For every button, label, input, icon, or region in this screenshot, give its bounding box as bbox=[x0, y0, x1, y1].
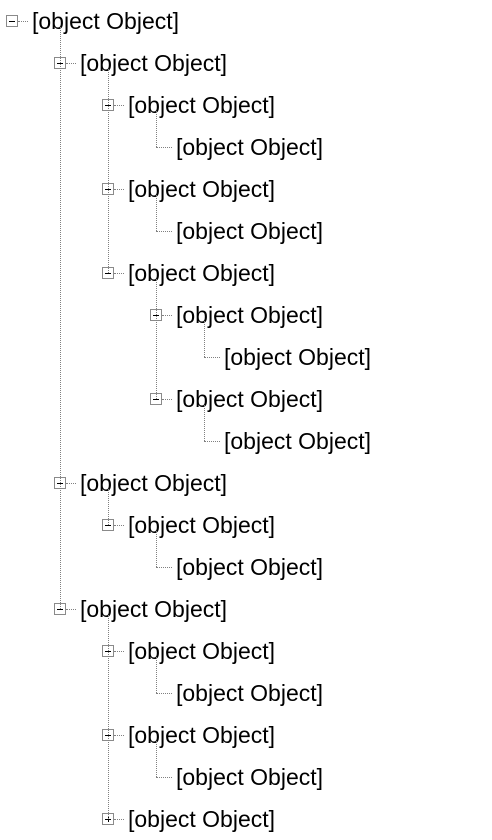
tree-node-allelic[interactable]: [object Object] bbox=[176, 126, 323, 168]
tree-node-label: [object Object] bbox=[128, 92, 276, 118]
tree-guide-line bbox=[156, 279, 157, 399]
tree-guide-line bbox=[204, 321, 205, 357]
tree-node-head[interactable]: [object Object] bbox=[176, 378, 323, 420]
tree-connector bbox=[204, 441, 220, 442]
tree-connector bbox=[114, 189, 124, 190]
tree-guide-line bbox=[156, 111, 157, 147]
tree-guide-line bbox=[108, 69, 109, 273]
tree-node-process[interactable]: [object Object] bbox=[80, 462, 227, 504]
tree-node-independently-of[interactable]: [object Object] bbox=[176, 672, 323, 714]
tree-node-at[interactable]: [object Object] bbox=[224, 336, 371, 378]
tree-node-label: [object Object] bbox=[176, 554, 324, 580]
tree-node-arise[interactable]: [object Object] bbox=[176, 546, 323, 588]
tree-node-attr[interactable]: [object Object] bbox=[128, 798, 275, 840]
tree-node-label: [object Object] bbox=[32, 8, 180, 34]
tree-node-place[interactable]: [object Object] bbox=[128, 252, 275, 294]
tree-node-label: [object Object] bbox=[80, 50, 228, 76]
tree-node-tp53[interactable]: [object Object] bbox=[224, 420, 371, 462]
tree-node-head[interactable]: [object Object] bbox=[128, 714, 275, 756]
tree-node-subj[interactable]: [object Object] bbox=[80, 42, 227, 84]
tree-node-rel[interactable]: [object Object] bbox=[128, 630, 275, 672]
tree-node-loss[interactable]: [object Object] bbox=[176, 210, 323, 252]
tree-connector bbox=[162, 315, 172, 316]
tree-connector bbox=[162, 399, 172, 400]
tree-node-attr[interactable]: [object Object] bbox=[128, 84, 275, 126]
tree-connector bbox=[114, 735, 124, 736]
expand-icon[interactable] bbox=[102, 813, 114, 825]
tree-connector bbox=[204, 357, 220, 358]
tree-node-label: [object Object] bbox=[80, 470, 228, 496]
tree-connector bbox=[66, 483, 76, 484]
tree-connector bbox=[156, 777, 172, 778]
tree-connector bbox=[114, 651, 124, 652]
tree-node-label: [object Object] bbox=[176, 134, 324, 160]
tree-connector bbox=[114, 525, 124, 526]
tree-node-state-change-appearance[interactable]: [object Object] bbox=[128, 504, 275, 546]
tree-node-label: [object Object] bbox=[128, 806, 276, 832]
tree-guide-line bbox=[204, 405, 205, 441]
collapse-icon[interactable] bbox=[6, 15, 18, 27]
tree-connector bbox=[66, 63, 76, 64]
tree-connector bbox=[114, 273, 124, 274]
tree-guide-line bbox=[156, 741, 157, 777]
tree-node-label: [object Object] bbox=[128, 260, 276, 286]
tree-guide-line bbox=[156, 195, 157, 231]
tree-node-label: [object Object] bbox=[128, 638, 276, 664]
tree-guide-line bbox=[60, 27, 61, 609]
tree-connector bbox=[156, 147, 172, 148]
tree-guide-line bbox=[108, 489, 109, 525]
tree-guide-line bbox=[156, 531, 157, 567]
tree-connector bbox=[114, 105, 124, 106]
tree-node-circumstances[interactable]: [object Object] bbox=[80, 588, 227, 630]
tree-guide-line bbox=[108, 615, 109, 819]
tree-node-label: [object Object] bbox=[176, 218, 324, 244]
tree-connector bbox=[156, 567, 172, 568]
tree-node-rel[interactable]: [object Object] bbox=[176, 294, 323, 336]
tree-connector bbox=[156, 231, 172, 232]
tree-connector bbox=[18, 21, 28, 22]
tree-node-label: [object Object] bbox=[224, 428, 372, 454]
tree-connector bbox=[114, 819, 124, 820]
tree-node-label: [object Object] bbox=[128, 176, 276, 202]
tree-node-label: [object Object] bbox=[80, 596, 228, 622]
tree-connector bbox=[156, 693, 172, 694]
tree-guide-line bbox=[156, 657, 157, 693]
tree-node-head[interactable]: [object Object] bbox=[128, 168, 275, 210]
tree-node-label: [object Object] bbox=[176, 764, 324, 790]
tree-node-label: [object Object] bbox=[176, 680, 324, 706]
tree-connector bbox=[66, 609, 76, 610]
tree-node-label: [object Object] bbox=[128, 512, 276, 538]
tree-node-loh[interactable]: [object Object] bbox=[176, 756, 323, 798]
tree-node-label: [object Object] bbox=[176, 302, 324, 328]
tree-node-label: [object Object] bbox=[128, 722, 276, 748]
tree-node-result-hypothetical[interactable]: [object Object] bbox=[32, 0, 179, 42]
tree-node-label: [object Object] bbox=[176, 386, 324, 412]
tree-node-label: [object Object] bbox=[224, 344, 372, 370]
